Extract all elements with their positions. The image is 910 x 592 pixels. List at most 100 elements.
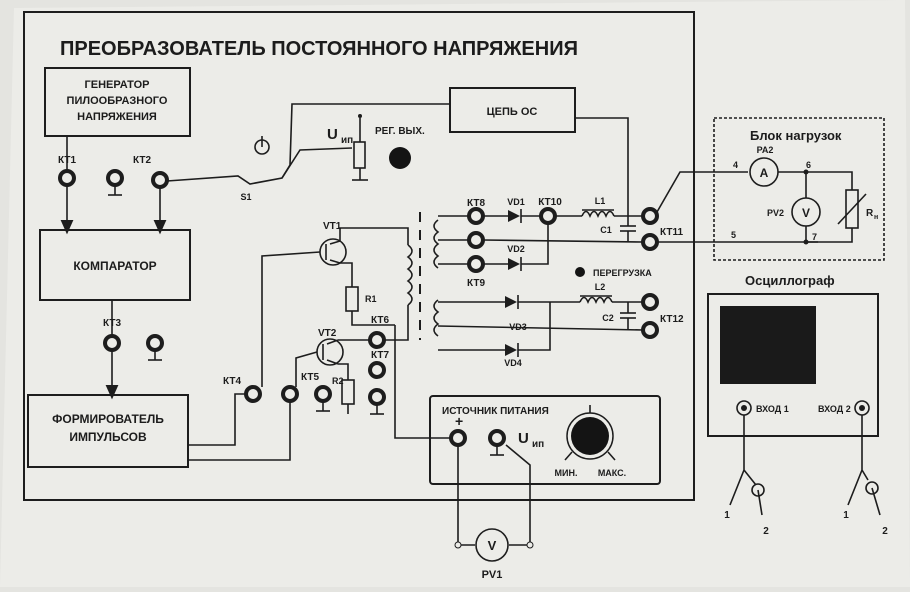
voltage-knob[interactable] [564,405,616,461]
r2-label: R2 [332,376,344,386]
uip-subscript: ип [341,135,353,146]
node-4-label: 4 [733,160,738,170]
kt9-label: КТ9 [467,278,485,289]
rectifier-center-terminal[interactable] [467,231,485,249]
kt3-terminal[interactable] [103,334,121,352]
power-button-icon[interactable] [254,136,270,155]
probe1-lead1-label: 1 [724,510,730,521]
pv1-voltmeter[interactable] [475,528,509,562]
generator-label-1: ГЕНЕРАТОР [85,79,150,91]
supply-minus-terminal[interactable] [488,429,506,456]
vt1-transistor [261,227,409,387]
kt5-terminal[interactable] [281,385,299,403]
kt9-terminal[interactable] [467,255,485,273]
kt3-ground-terminal[interactable] [146,334,164,361]
feedback-label: ЦЕПЬ ОС [487,106,538,118]
comparator-block: КОМПАРАТОР [39,229,191,301]
supply-uip-subscript: ип [532,439,544,450]
r1-label: R1 [365,294,377,304]
oscilloscope-title: Осциллограф [745,273,835,288]
node-5-label: 5 [731,230,736,240]
kt2-terminal[interactable] [151,171,169,189]
s1-label: S1 [240,192,251,202]
c1-label: C1 [600,225,612,235]
kt10-label: КТ10 [538,197,562,208]
overload-label: ПЕРЕГРУЗКА [593,268,652,278]
overload-indicator [575,267,585,277]
shaper-label-1: ФОРМИРОВАТЕЛЬ [52,412,164,426]
pv1-meter-letter: V [488,538,497,553]
kt7-ground-terminal[interactable] [368,388,386,415]
l2-label: L2 [595,282,606,292]
probe2-lead1-label: 1 [843,510,849,521]
load-block-title: Блок нагрузок [750,128,842,143]
vd4-diode [438,302,551,357]
kt2-label: КТ2 [133,155,151,166]
load-wire-top [656,171,748,213]
rn-variable-resistor [837,189,867,229]
kt7-label: КТ7 [371,350,389,361]
node-6-label: 6 [806,160,811,170]
probe-2[interactable] [847,415,881,516]
max-label: МАКС. [598,468,626,478]
c1-capacitor [482,216,644,243]
pa2-label: PA2 [757,145,774,155]
kt1-ground-terminal[interactable] [106,169,124,196]
kt12-terminal-bottom[interactable] [641,321,659,339]
input1-label: ВХОД 1 [756,404,789,414]
pv2-meter-letter: V [802,206,810,220]
kt10-terminal[interactable] [539,207,557,225]
pv2-label: PV2 [767,208,784,218]
kt11-label: КТ11 [660,227,683,238]
kt1-label: КТ1 [58,155,76,166]
c2-capacitor [620,302,636,329]
vd1-diode [483,209,546,223]
r1-resistor [345,286,395,326]
generator-label-3: НАПРЯЖЕНИЯ [77,111,157,123]
kt4-label: КТ4 [223,376,241,387]
supply-plus-terminal[interactable] [449,429,467,447]
power-supply-label: ИСТОЧНИК ПИТАНИЯ [442,406,549,417]
oscilloscope [707,293,879,437]
vd3-diode [438,295,580,309]
kt12-label: КТ12 [660,314,684,325]
kt11-terminal-bottom[interactable] [641,233,659,251]
vd1-label: VD1 [507,197,525,207]
rn-label: R [866,208,874,219]
r2-resistor [341,379,355,414]
kt4-terminal[interactable] [244,385,262,403]
feedback-block: ЦЕПЬ ОС [449,87,576,133]
load-block [713,117,885,261]
pa2-meter-letter: A [760,166,769,180]
power-supply-block [429,395,661,485]
load-wire-right [778,171,853,190]
kt11-terminal-top[interactable] [641,207,659,225]
plus-label: + [455,413,463,429]
kt12-terminal-top[interactable] [641,293,659,311]
kt7-terminal[interactable] [368,361,386,379]
oscilloscope-screen [720,306,816,384]
generator-label-2: ПИЛООБРАЗНОГО [67,95,168,107]
probe1-lead2-label: 2 [763,526,769,537]
l1-label: L1 [595,196,606,206]
vt1-label: VT1 [323,221,342,232]
feedback-wire [575,117,629,216]
reg-out-indicator [389,147,411,169]
shaper-label-2: ИМПУЛЬСОВ [69,430,147,444]
kt6-label: КТ6 [371,315,389,326]
kt1-terminal[interactable] [58,169,76,187]
generator-block: ГЕНЕРАТОР ПИЛООБРАЗНОГО НАПРЯЖЕНИЯ [44,67,191,137]
probe-1[interactable] [729,415,765,516]
kt8-terminal[interactable] [467,207,485,225]
min-label: МИН. [555,468,578,478]
c2-label: C2 [602,313,614,323]
rn-subscript: н [874,214,878,221]
vd2-diode [483,223,549,271]
kt6-terminal[interactable] [368,331,386,349]
probe2-lead2-label: 2 [882,526,888,537]
kt5-ground-terminal[interactable] [314,385,332,412]
comparator-label: КОМПАРАТОР [73,259,156,273]
